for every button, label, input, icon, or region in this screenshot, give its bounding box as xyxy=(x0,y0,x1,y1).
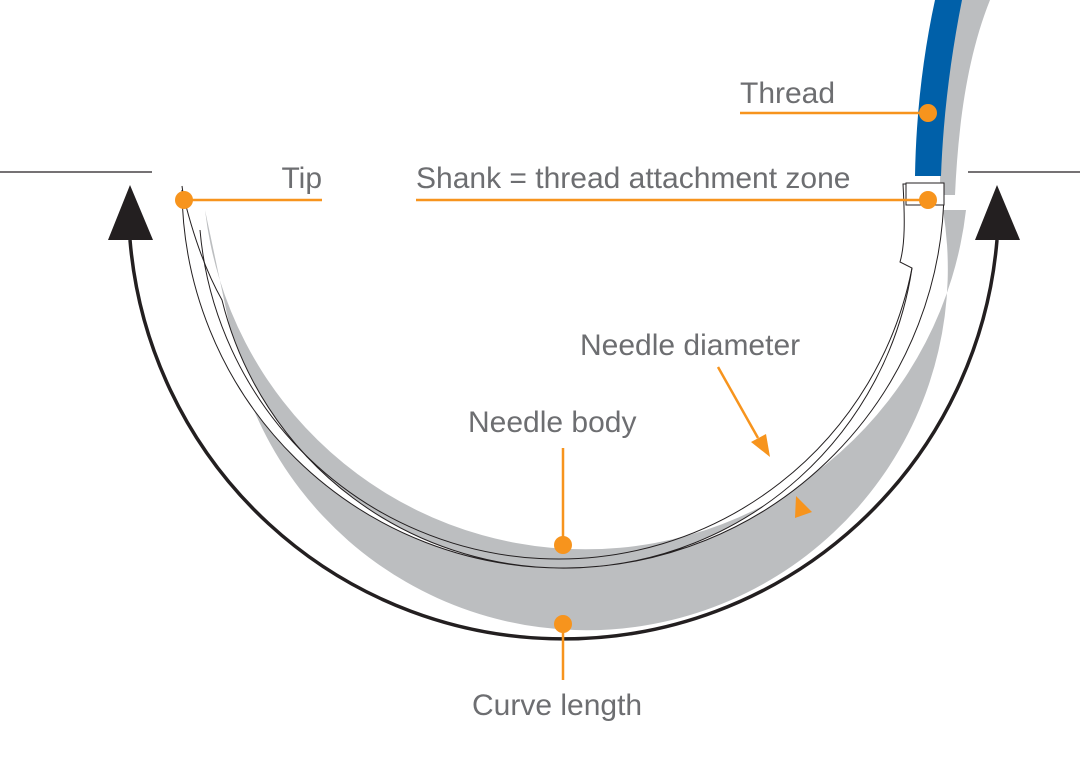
curve-arrowhead-right xyxy=(975,185,1020,240)
curve-length-marker-dot xyxy=(554,615,572,633)
label-needle-diameter: Needle diameter xyxy=(580,329,800,362)
label-needle-body: Needle body xyxy=(468,406,636,439)
shank-marker-dot xyxy=(919,191,937,209)
label-shank: Shank = thread attachment zone xyxy=(416,162,850,195)
thread-marker-dot xyxy=(919,104,937,122)
tip-marker-dot xyxy=(175,191,193,209)
label-curve-length: Curve length xyxy=(472,689,642,722)
needle-inner-edge xyxy=(199,229,913,560)
needle-body-outline xyxy=(181,183,945,569)
diameter-arrowhead-inner xyxy=(795,496,812,518)
curve-arrowhead-left xyxy=(108,185,153,240)
diameter-arrowhead-outer xyxy=(751,434,770,457)
diameter-leader xyxy=(716,366,760,439)
body-marker-dot xyxy=(554,536,572,554)
label-tip: Tip xyxy=(281,162,322,195)
thread-strand xyxy=(915,0,962,176)
label-thread: Thread xyxy=(740,77,835,110)
